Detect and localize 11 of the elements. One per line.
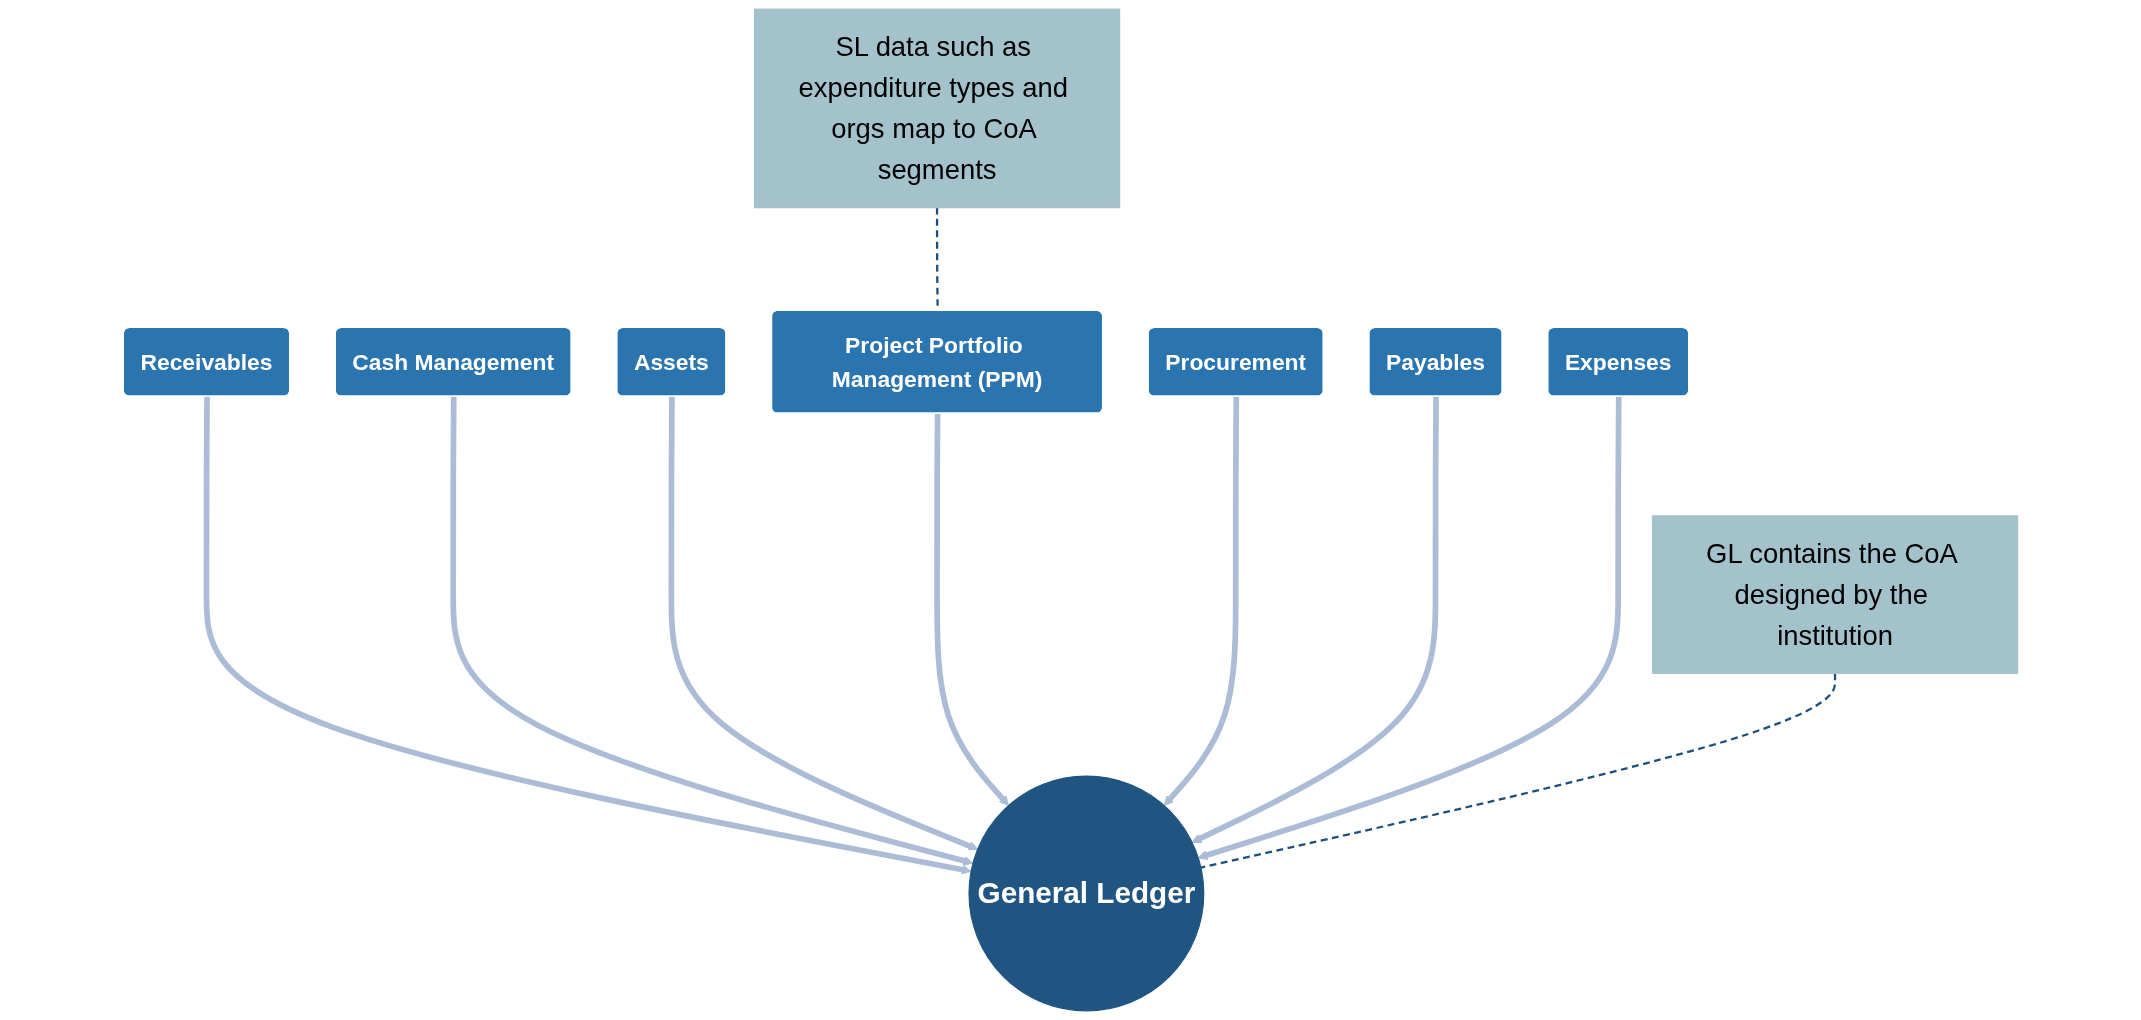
arrow: [1197, 396, 1622, 860]
connector: [1200, 673, 1837, 869]
arrow: [1163, 396, 1240, 806]
arrow: [934, 413, 1010, 806]
arrow: [450, 396, 974, 866]
arrow: [668, 396, 979, 851]
node-box: GL contains the CoA designed by the institution: [1651, 515, 2019, 674]
arrow: [203, 396, 972, 875]
node-box: SL data such as expenditure types and orgs map to CoA segments: [753, 8, 1121, 209]
arrow: [1191, 396, 1439, 843]
node-circle: General Ledger: [968, 775, 1205, 1012]
